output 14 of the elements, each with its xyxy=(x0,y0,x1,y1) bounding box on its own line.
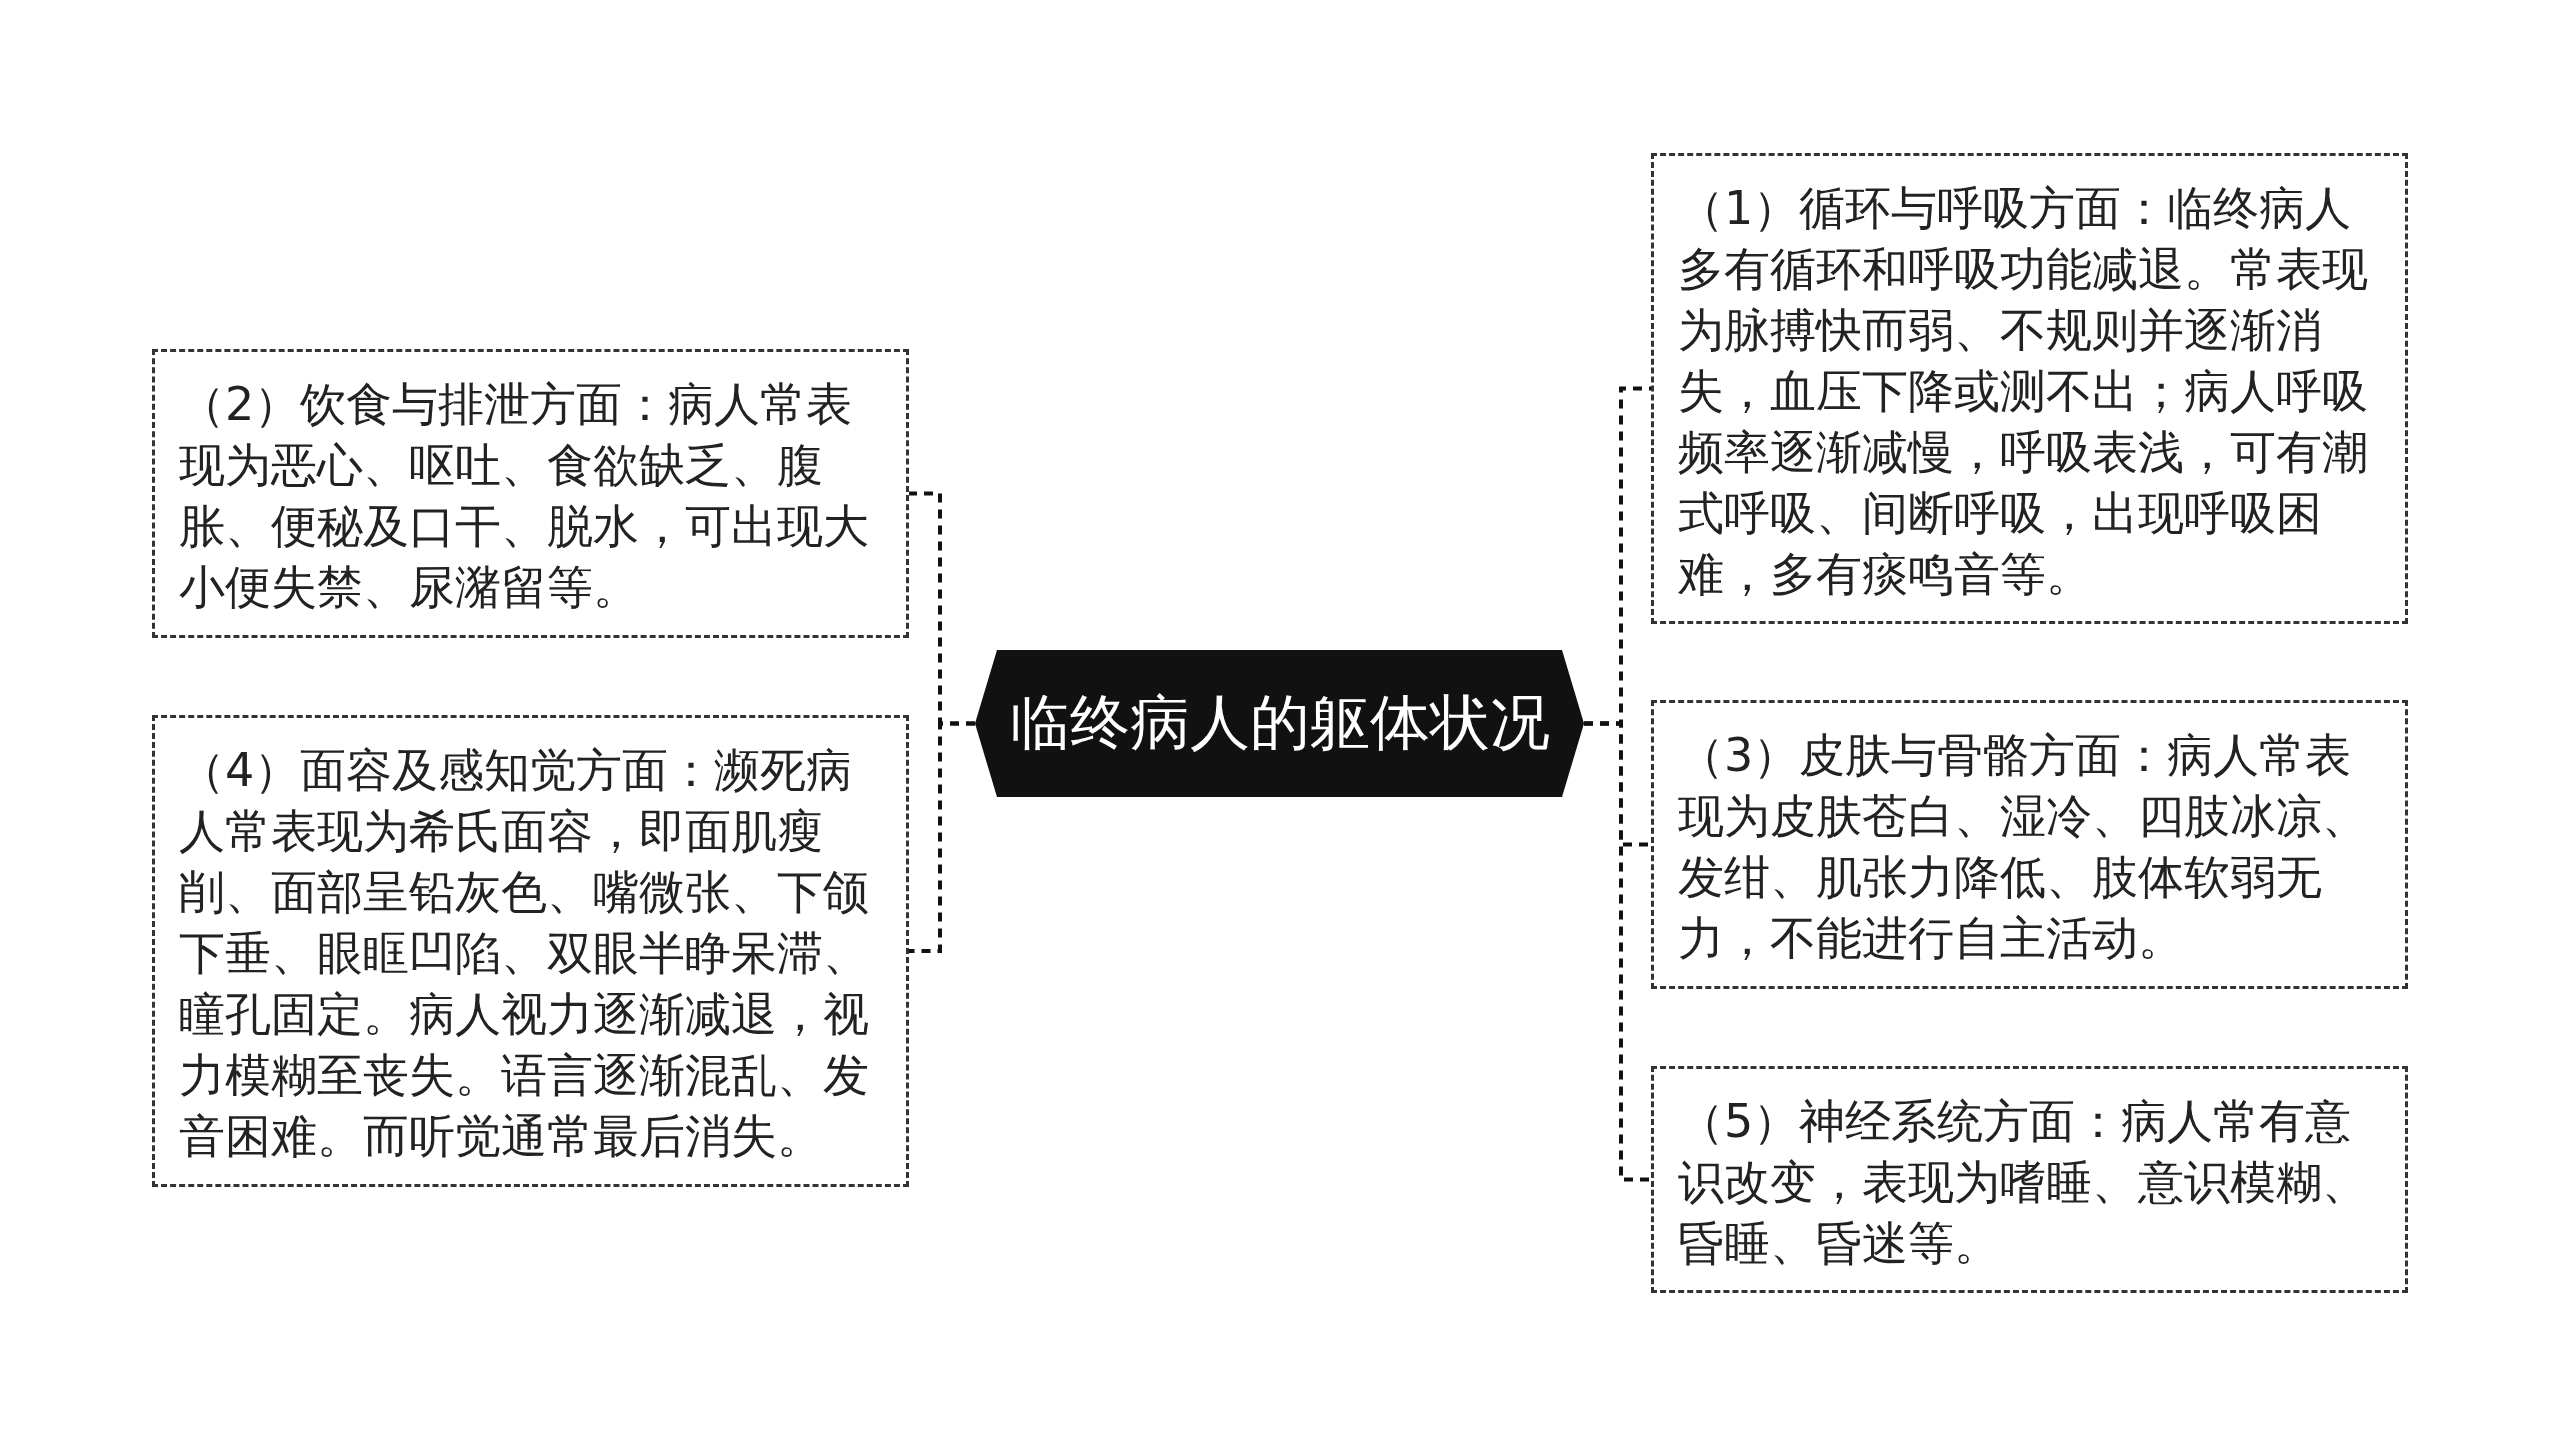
text-box xyxy=(1651,700,2408,989)
description-text: （2）饮食与排泄方面：病人常表现为恶心、呕吐、食欲缺乏、腹胀、便秘及口干、脱水，可出现大小便失禁、尿潴留等。 xyxy=(179,376,870,616)
connector-line xyxy=(909,721,975,953)
description-text: （5）神经系统方面：病人常有意识改变，表现为嗜睡、意识模糊、昏睡、昏迷等。 xyxy=(1678,1093,2369,1272)
hexagon-box xyxy=(975,650,1584,797)
description-text: （3）皮肤与骨骼方面：病人常表现为皮肤苍白、湿冷、四肢冰凉、发绀、肌张力降低、肢体软弱无力，不能进行自主活动。 xyxy=(1678,727,2369,967)
description-text: （4）面容及感知觉方面：濒死病人常表现为希氏面容，即面肌瘦削、面部呈铅灰色、嘴微张、下颌下垂、眼眶凹陷、双眼半睁呆滞、瞳孔固定。病人视力逐渐减退，视力模糊至丧失。语言逐渐混乱、发音困难。而听觉通常最后消失。 xyxy=(179,742,870,1165)
text-box xyxy=(152,715,909,1187)
text-box xyxy=(152,349,909,638)
text-box xyxy=(1651,153,2408,624)
connector-line xyxy=(1584,721,1651,1182)
text-box xyxy=(1651,1066,2408,1293)
description-text: （1）循环与呼吸方面：临终病人多有循环和呼吸功能减退。常表现为脉搏快而弱、不规则并逐渐消失，血压下降或测不出；病人呼吸频率逐渐减慢，呼吸表浅，可有潮式呼吸、间断呼吸，出现呼吸困难，多有痰鸣音等。 xyxy=(1678,180,2369,603)
title-text: 临终病人的躯体状况 xyxy=(1009,686,1550,759)
